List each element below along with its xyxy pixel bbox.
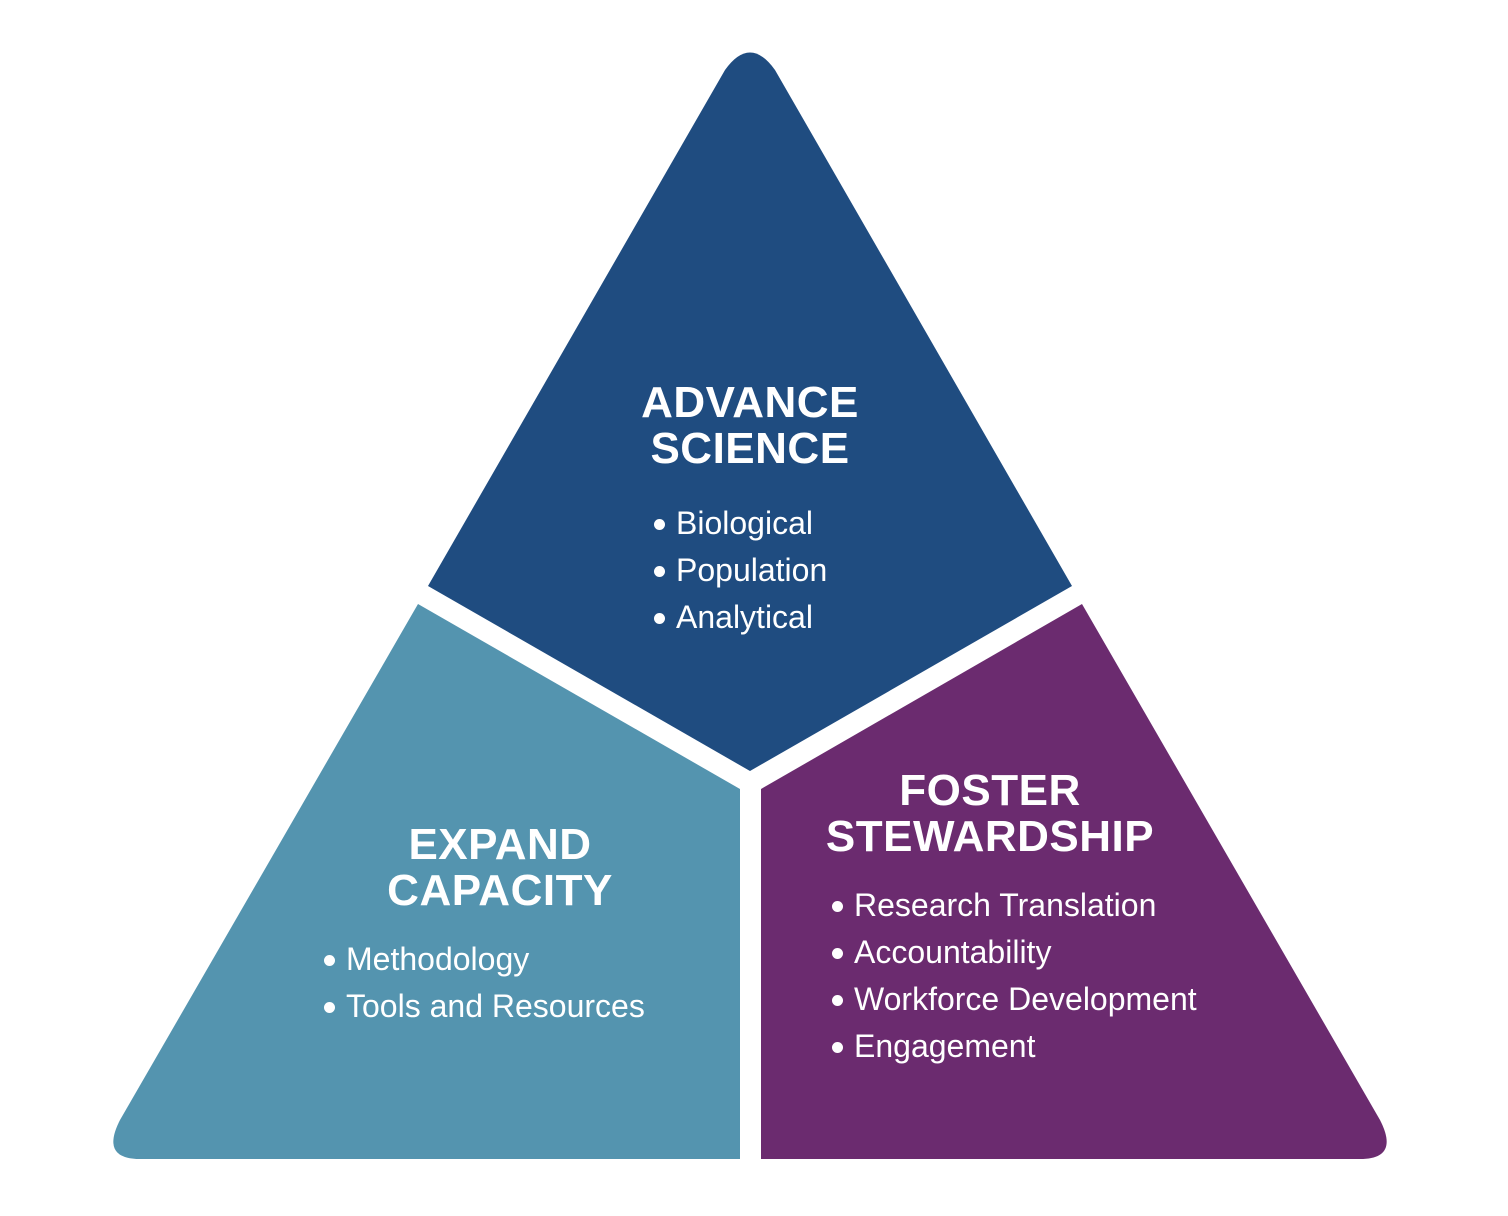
list-item-text: Research Translation bbox=[854, 887, 1157, 923]
title-line: ADVANCE bbox=[641, 378, 859, 427]
expand-capacity-segment bbox=[113, 604, 741, 1159]
title-line: STEWARDSHIP bbox=[825, 812, 1155, 861]
bullet-icon bbox=[832, 1042, 843, 1053]
foster-stewardship-list: Research Translation Accountability Work… bbox=[832, 882, 1220, 1070]
foster-stewardship-title: FOSTER STEWARDSHIP bbox=[760, 768, 1220, 860]
list-item-text: Population bbox=[676, 552, 828, 588]
bullet-icon bbox=[832, 948, 843, 959]
list-item: Tools and Resources bbox=[324, 983, 700, 1030]
title-line: FOSTER bbox=[899, 766, 1081, 815]
list-item-text: Analytical bbox=[676, 599, 813, 635]
list-item: Analytical bbox=[654, 594, 900, 641]
bullet-icon bbox=[654, 566, 665, 577]
list-item: Workforce Development bbox=[832, 976, 1220, 1023]
bullet-icon bbox=[324, 1002, 335, 1013]
title-line: EXPAND bbox=[408, 820, 592, 869]
list-item-text: Tools and Resources bbox=[346, 988, 645, 1024]
list-item: Methodology bbox=[324, 936, 700, 983]
advance-science-label: ADVANCE SCIENCE Biological Population An… bbox=[600, 380, 900, 641]
expand-capacity-title: EXPAND CAPACITY bbox=[300, 822, 700, 914]
expand-capacity-list: Methodology Tools and Resources bbox=[324, 936, 700, 1030]
title-line: SCIENCE bbox=[650, 424, 850, 473]
advance-science-segment bbox=[428, 52, 1072, 771]
expand-capacity-label: EXPAND CAPACITY Methodology Tools and Re… bbox=[300, 822, 700, 1030]
foster-stewardship-label: FOSTER STEWARDSHIP Research Translation … bbox=[760, 768, 1220, 1070]
bullet-icon bbox=[654, 519, 665, 530]
list-item-text: Engagement bbox=[854, 1028, 1036, 1064]
list-item-text: Accountability bbox=[854, 934, 1052, 970]
list-item: Accountability bbox=[832, 929, 1220, 976]
list-item: Research Translation bbox=[832, 882, 1220, 929]
title-line: CAPACITY bbox=[387, 866, 613, 915]
bullet-icon bbox=[832, 901, 843, 912]
list-item-text: Workforce Development bbox=[854, 981, 1197, 1017]
bullet-icon bbox=[654, 613, 665, 624]
list-item-text: Biological bbox=[676, 505, 813, 541]
bullet-icon bbox=[832, 995, 843, 1006]
list-item-text: Methodology bbox=[346, 941, 530, 977]
list-item: Engagement bbox=[832, 1023, 1220, 1070]
advance-science-list: Biological Population Analytical bbox=[654, 500, 900, 641]
list-item: Biological bbox=[654, 500, 900, 547]
bullet-icon bbox=[324, 955, 335, 966]
list-item: Population bbox=[654, 547, 900, 594]
foster-stewardship-segment bbox=[761, 604, 1387, 1159]
advance-science-title: ADVANCE SCIENCE bbox=[600, 380, 900, 472]
